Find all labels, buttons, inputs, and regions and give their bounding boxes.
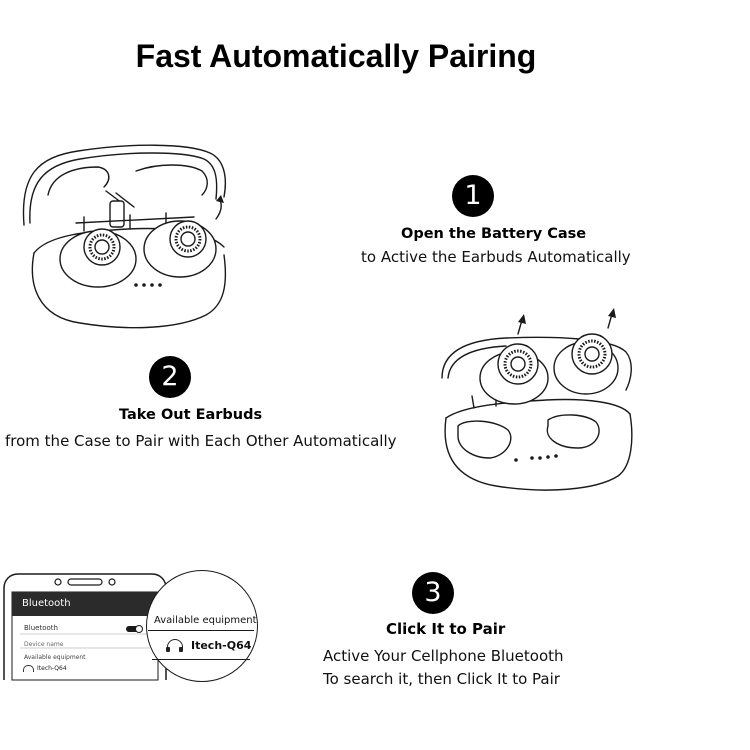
step-3-heading: Click It to Pair <box>386 620 506 638</box>
headset-icon <box>23 665 34 672</box>
phone-row-device[interactable]: Itech-Q64 <box>37 665 67 672</box>
zoom-headset-cup-left <box>166 647 170 652</box>
zoom-bubble <box>146 570 258 682</box>
phone-row-device-name: Device name <box>24 641 64 648</box>
step-1-badge: 1 <box>452 175 494 217</box>
open-case-illustration <box>22 144 227 329</box>
zoom-divider-bottom <box>152 659 250 660</box>
zoom-device-name[interactable]: Itech-Q64 <box>191 639 252 652</box>
step-2-badge: 2 <box>149 356 191 398</box>
zoom-available-label: Available equipment <box>154 615 257 626</box>
step-2-heading: Take Out Earbuds <box>119 407 263 423</box>
phone-row-bluetooth[interactable]: Bluetooth <box>24 624 58 632</box>
step-3-text-line-1: Active Your Cellphone Bluetooth <box>323 647 564 665</box>
phone-row-available: Available equipment <box>24 654 86 661</box>
step-1-heading: Open the Battery Case <box>401 226 587 242</box>
page-title: Fast Automatically Pairing <box>135 38 537 74</box>
phone-header-title: Bluetooth <box>22 598 71 609</box>
earbuds-out-illustration <box>441 308 633 491</box>
step-2-text: from the Case to Pair with Each Other Au… <box>5 432 397 450</box>
zoom-headset-cup-right <box>179 647 183 652</box>
step-3-badge: 3 <box>412 572 454 614</box>
step-3-text-line-2: To search it, then Click It to Pair <box>323 670 560 688</box>
zoom-headset-icon <box>167 639 183 650</box>
zoom-divider-top <box>148 630 254 631</box>
phone-outline <box>3 573 167 681</box>
step-1-text: to Active the Earbuds Automatically <box>361 248 631 266</box>
